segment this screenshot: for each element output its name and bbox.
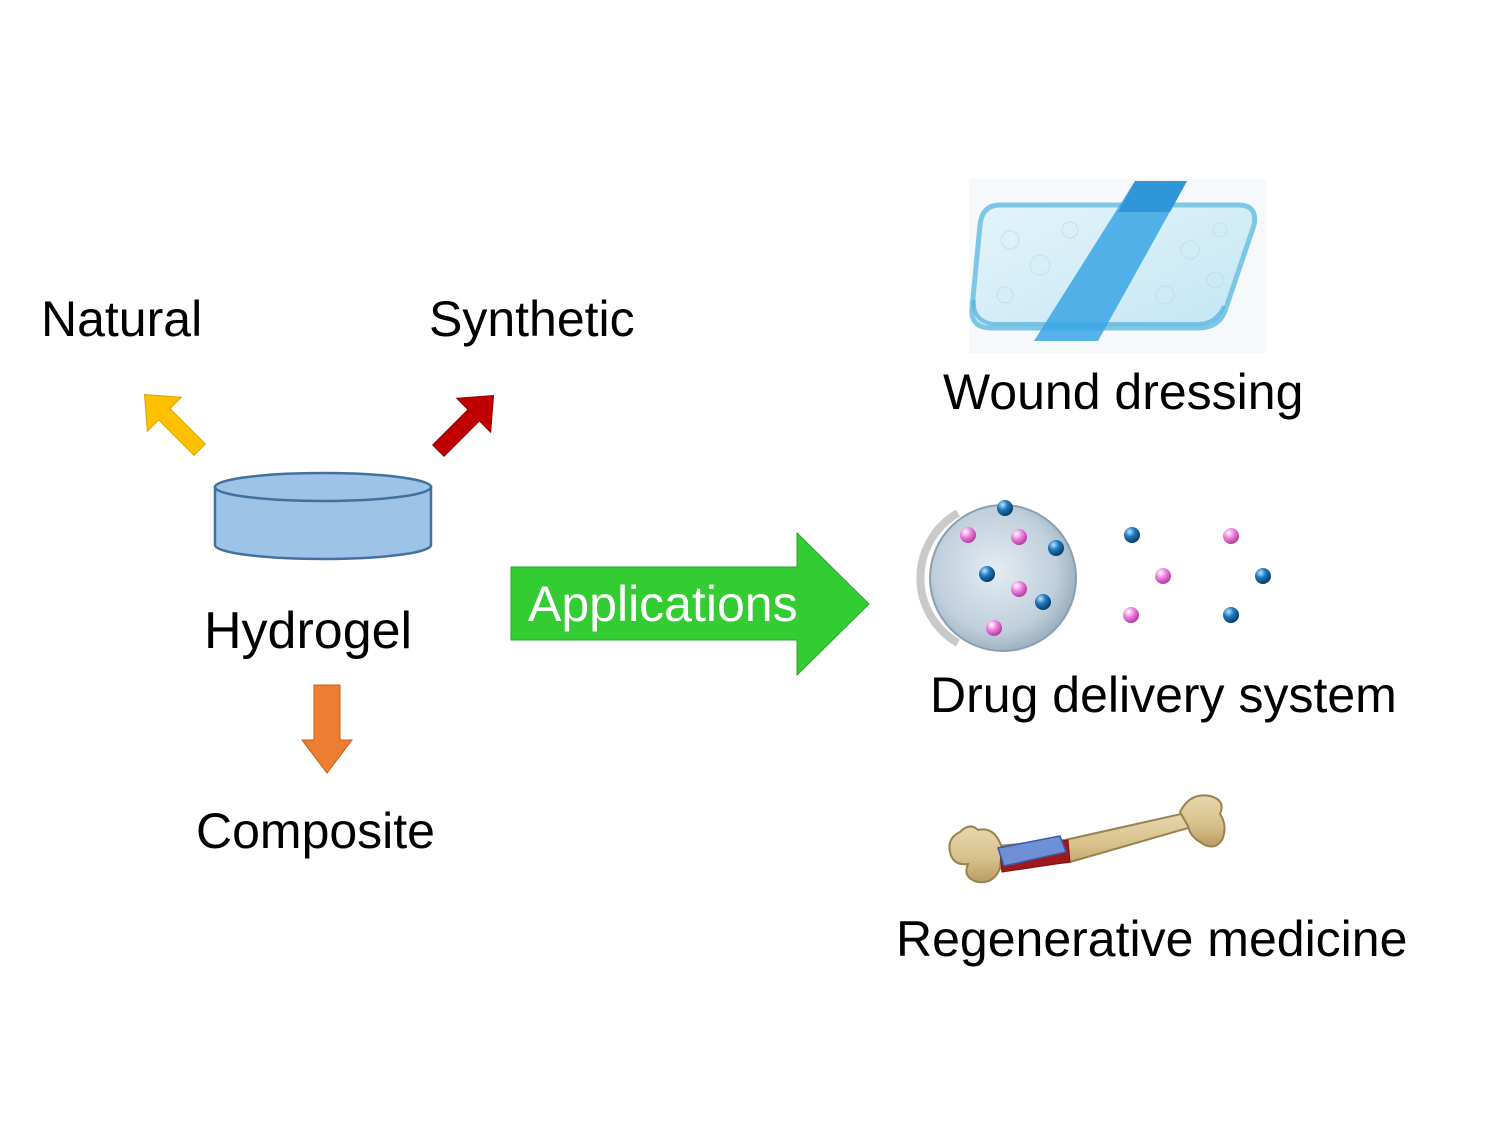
natural-label: Natural <box>41 291 203 347</box>
regenerative-medicine-label: Regenerative medicine <box>896 911 1408 967</box>
drug-delivery-label: Drug delivery system <box>930 667 1397 723</box>
applications-arrow-icon <box>510 531 870 677</box>
wound-dressing-image-icon <box>969 179 1266 353</box>
wound-dressing-label: Wound dressing <box>943 364 1304 420</box>
natural-arrow-icon <box>143 393 207 457</box>
hydrogel-cylinder-icon <box>213 471 433 561</box>
hydrogel-label: Hydrogel <box>204 602 413 660</box>
composite-label: Composite <box>196 803 435 859</box>
synthetic-label: Synthetic <box>429 291 635 347</box>
applications-label: Applications <box>528 576 798 632</box>
bone-implant-image-icon <box>948 794 1226 884</box>
synthetic-arrow-icon <box>431 394 495 458</box>
drug-release-image-icon <box>916 500 1271 652</box>
composite-arrow-icon <box>300 684 354 774</box>
